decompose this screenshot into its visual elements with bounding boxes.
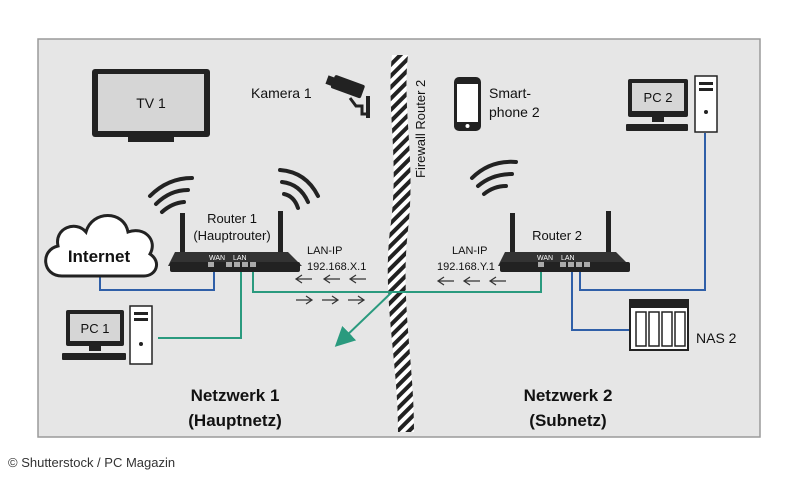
pc2-label: PC 2: [644, 90, 673, 105]
router1-ip: 192.168.X.1: [307, 261, 366, 273]
wifi-icon: [470, 159, 518, 196]
router2-ip: 192.168.Y.1: [437, 261, 495, 273]
image-credit: © Shutterstock / PC Magazin: [8, 455, 176, 470]
router2-title: Router 2: [532, 228, 582, 243]
smartphone-2: Smart- phone 2: [454, 77, 540, 131]
internet-cloud: Internet: [44, 214, 159, 278]
smartphone-label-2: phone 2: [489, 104, 540, 120]
firewall-label: Firewall Router 2: [413, 80, 428, 178]
router1-lan-label: LAN: [233, 255, 247, 262]
router-2: WAN LAN Router 2 LAN-IP 192.168.Y.1: [437, 211, 630, 273]
cable-pc1-lan: [158, 266, 242, 339]
tv-1: TV 1: [92, 69, 210, 142]
router1-title: Router 1: [207, 211, 257, 226]
network1-title: Netzwerk 1: [191, 386, 280, 405]
router1-wan-label: WAN: [209, 255, 225, 262]
network2-title: Netzwerk 2: [524, 386, 613, 405]
pc-2: PC 2: [626, 75, 718, 133]
network2-subtitle: (Subnetz): [529, 411, 606, 430]
router2-lanip-label: LAN-IP: [452, 245, 487, 257]
router2-lan-label: LAN: [561, 255, 575, 262]
tv-label: TV 1: [136, 95, 166, 111]
router1-lanip-label: LAN-IP: [307, 245, 342, 257]
traffic-arrows: [294, 274, 506, 305]
wifi-icon: [148, 176, 194, 214]
cable-router2-nas2: [571, 266, 632, 331]
cable-router1-router2: [252, 266, 542, 293]
cables: [99, 133, 706, 347]
cable-router2-pc2: [579, 133, 706, 291]
network1-subtitle: (Hauptnetz): [188, 411, 281, 430]
router2-wan-label: WAN: [537, 255, 553, 262]
firewall-wall: [387, 55, 414, 432]
pc-1: PC 1: [62, 305, 153, 365]
nas2-label: NAS 2: [696, 330, 737, 346]
wifi-icon: [278, 168, 320, 210]
camera-label: Kamera 1: [251, 85, 312, 101]
cable-internet-wan: [99, 266, 215, 291]
camera-icon: [325, 75, 365, 99]
blocked-traffic-arrow: [334, 291, 393, 347]
nas-2: NAS 2: [629, 299, 737, 351]
cloud-icon: [44, 214, 159, 278]
router1-subtitle: (Hauptrouter): [193, 228, 270, 243]
pc1-label: PC 1: [81, 321, 110, 336]
router-1: WAN LAN Router 1 (Hauptrouter) LAN-IP 19…: [168, 211, 366, 273]
internet-label: Internet: [68, 247, 131, 266]
camera-1: Kamera 1: [251, 75, 370, 118]
smartphone-label-1: Smart-: [489, 85, 531, 101]
